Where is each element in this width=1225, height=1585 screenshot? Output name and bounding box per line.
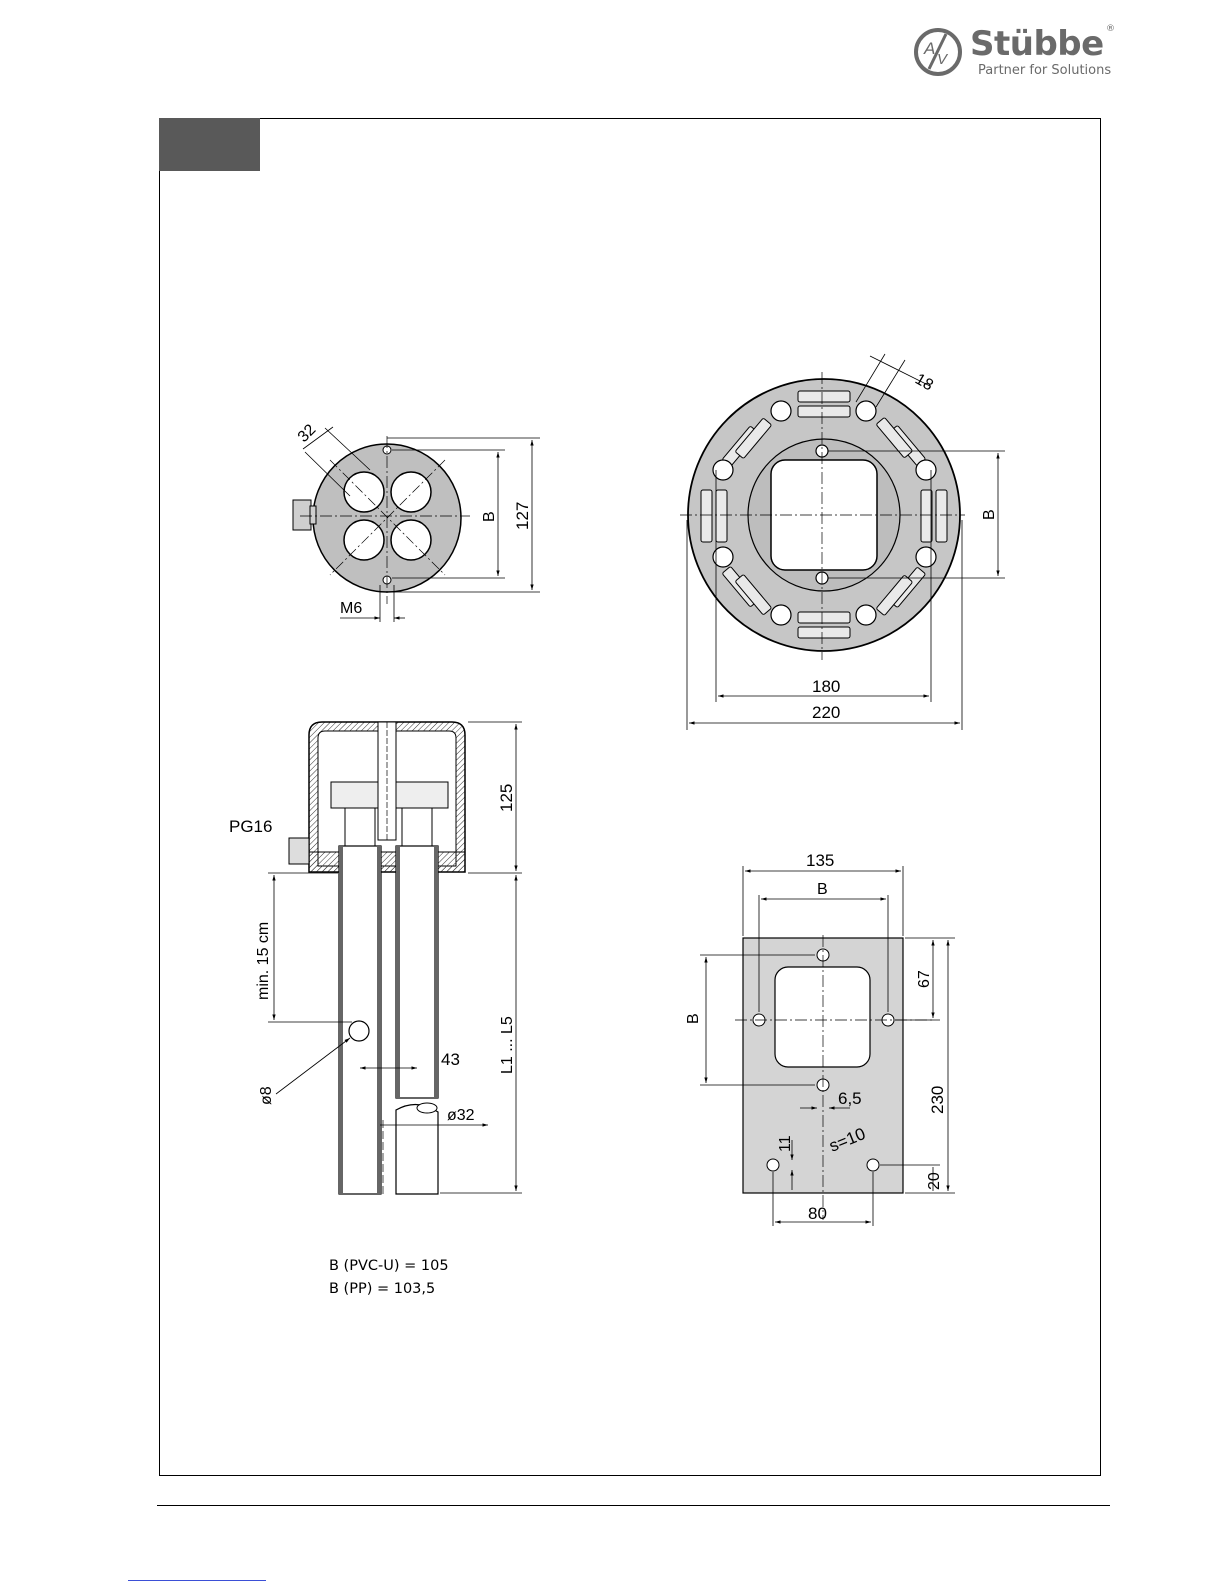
footer-rule: [157, 1505, 1110, 1506]
dim-min-15cm: min. 15 cm: [255, 922, 272, 1000]
dim-20: 20: [926, 1172, 943, 1190]
dim-180: 180: [812, 677, 840, 696]
dim-127: 127: [513, 502, 532, 530]
dim-b-top: B: [481, 511, 498, 522]
dim-220: 220: [812, 703, 840, 722]
dim-b-plate-top: B: [817, 881, 828, 898]
flange-view: 18 B 180 220: [680, 354, 1005, 730]
dim-b-plate-left: B: [685, 1013, 702, 1024]
dim-m6: M6: [340, 600, 362, 617]
dim-o8: ø8: [258, 1086, 275, 1105]
label-pg16: PG16: [229, 817, 272, 836]
dim-l1-l5: L1 ... L5: [499, 1016, 516, 1074]
dim-230: 230: [928, 1086, 947, 1114]
dim-43: 43: [441, 1050, 460, 1069]
note-pp: B (PP) = 103,5: [329, 1280, 435, 1298]
dim-11: 11: [777, 1135, 794, 1152]
dim-b-flange: B: [981, 509, 998, 520]
dim-125: 125: [497, 784, 516, 812]
dim-67: 67: [916, 970, 933, 988]
dim-o32: ø32: [447, 1107, 475, 1124]
footer-link-underline[interactable]: [128, 1580, 266, 1581]
note-pvc: B (PVC-U) = 105: [329, 1257, 449, 1275]
dim-32: 32: [295, 421, 320, 446]
top-view: 32 B 127 M6: [293, 421, 540, 622]
dim-80: 80: [808, 1204, 827, 1223]
dim-18: 18: [912, 371, 936, 395]
side-view: PG16 125 min. 15 cm L1 ... L5 43 ø8 ø32: [229, 722, 522, 1194]
dim-6-5: 6,5: [838, 1089, 862, 1108]
dim-135: 135: [806, 851, 834, 870]
plate-view: 135 B B 67 230 20 11 6,5 s=10 80: [685, 851, 955, 1226]
